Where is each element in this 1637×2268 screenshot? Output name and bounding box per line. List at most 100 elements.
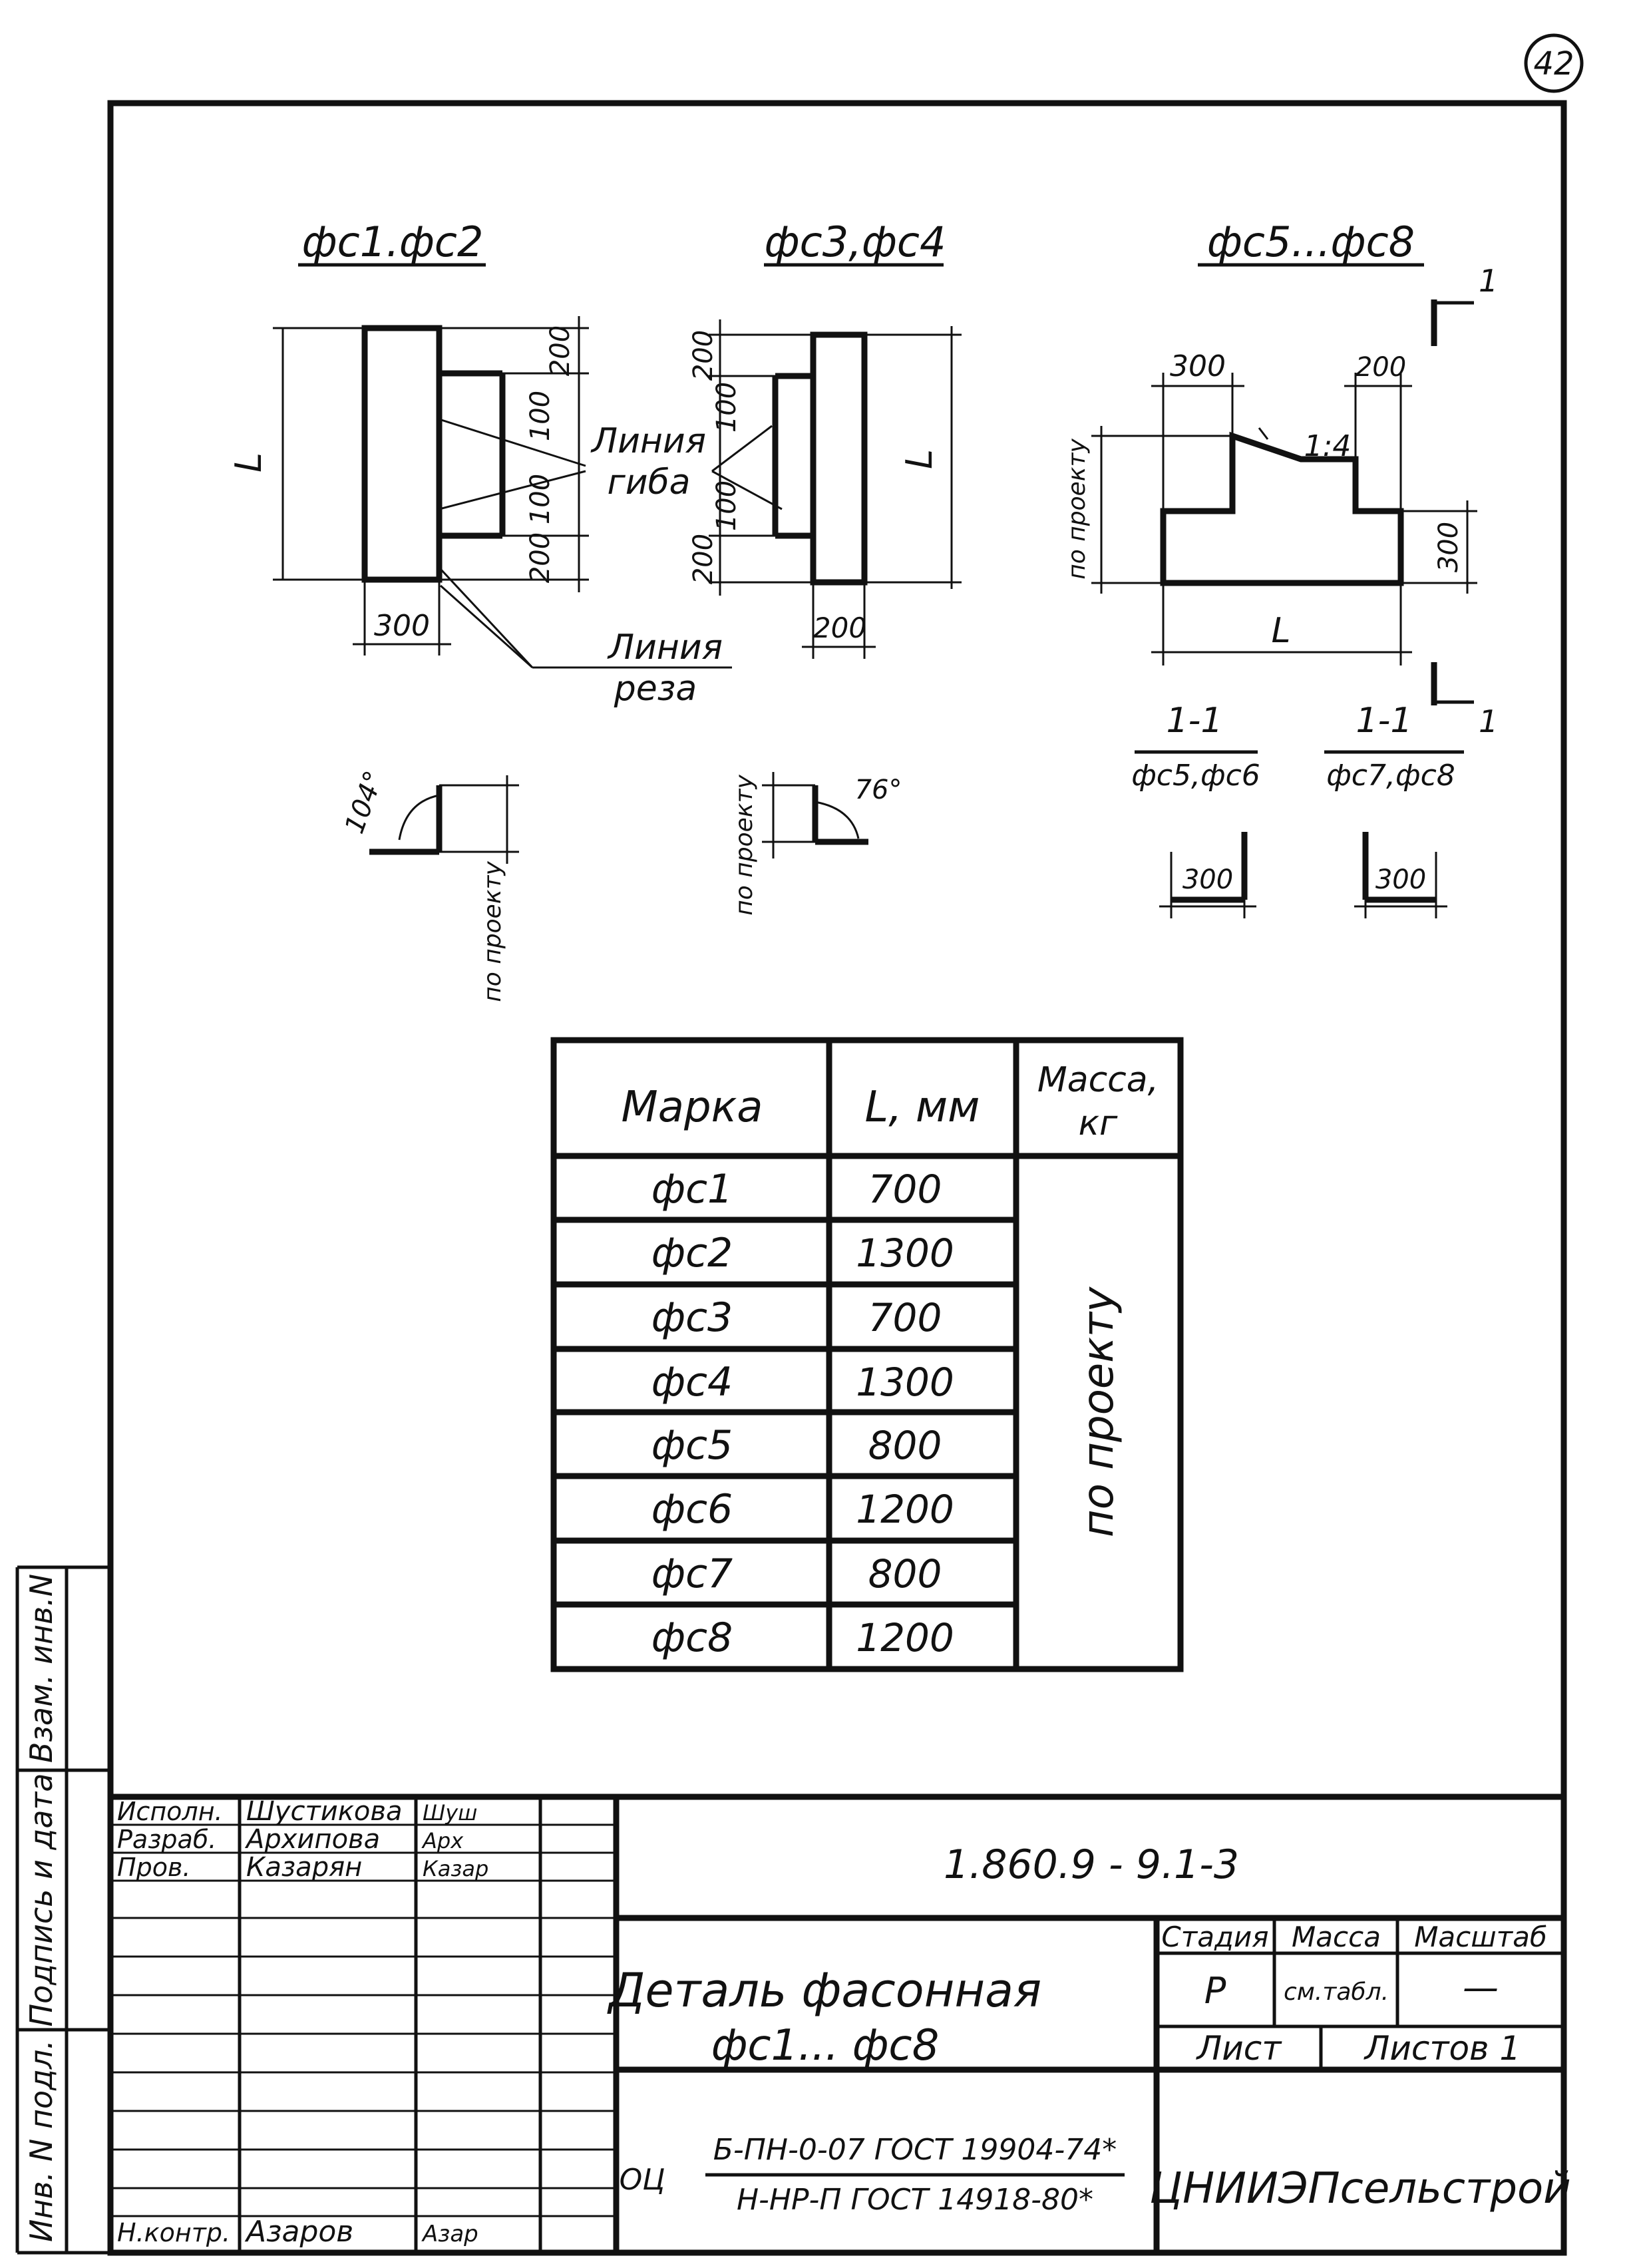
section1-dim-300: 300 [1182,864,1233,895]
group2-title: фс3,фс4 [765,218,946,266]
title-line-2: фс1... фс8 [711,2021,940,2070]
table-header-mass-2: кг [1079,1103,1118,1143]
person-name: Шустикова [246,1796,402,1827]
bend-line-label-1: Линия [590,421,706,461]
sheet-label: Лист [1196,2029,1283,2068]
person-sign: Шуш [423,1800,477,1825]
table-row-mark: фс5 [651,1422,733,1469]
table-row-mark: фс3 [651,1294,733,1341]
person-sign: Арх [421,1828,464,1853]
sheet-number-text: 42 [1533,45,1574,83]
detail-fc3-fc4: фс3,фс4 L 200 100 100 200 200 [688,218,962,659]
group3-title: фс5...фс8 [1207,218,1415,266]
cut-line-label-1: Линия [607,628,723,667]
table-header-mark: Марка [622,1083,763,1132]
section2-marks: фс7,фс8 [1326,759,1455,793]
stage-value: Р [1204,1970,1226,2012]
fc5-dim-300-top: 300 [1170,349,1226,383]
main-frame [107,100,1567,2256]
table-mass-note: по проекту [1074,1286,1123,1537]
person-role: Разраб. [117,1825,216,1854]
section2-dim-300: 300 [1375,864,1426,895]
line-labels: Линия гиба Линия реза [439,418,783,709]
scale-value: — [1463,1967,1499,2008]
side-stamp-sign-date: Подпись и дата [23,1773,59,2026]
table-row-mark: фс7 [651,1551,733,1597]
person-name: Казарян [246,1852,362,1883]
sheets-label: Листов 1 [1364,2029,1521,2068]
fc1-dim-top-200: 200 [545,325,576,376]
section1-label: 1-1 [1167,701,1223,741]
section2-label: 1-1 [1356,701,1413,741]
table-rows: фс1 700 фс2 1300 фс3 700 фс4 1300 фс5 800 фс6 1200 ф… [651,1166,954,1661]
side-stamp-replace-inv: Взам. инв.N [23,1574,59,1763]
table-row-length: 800 [868,1551,942,1597]
title-line-1: Деталь фасонная [607,1963,1041,2018]
fc3-dim-bottom-200: 200 [688,534,719,584]
section-views: 1-1 фс5,фс6 300 1-1 фс7,фс8 300 [1131,701,1464,918]
fc3-dim-100-a: 100 [711,382,742,433]
table-row-length: 1300 [856,1360,954,1405]
table-row-mark: фс1 [651,1166,733,1213]
table-row-mark: фс6 [651,1486,733,1533]
angle-details: 104° по проекту 76° по проекту [339,767,902,1002]
material-line-1: Б-ПН-0-07 ГОСТ 19904-74* [713,2133,1117,2167]
fc5-slope: 1:4 [1304,429,1352,463]
fc3-strip [810,331,868,586]
table-header-length: L, мм [865,1083,980,1132]
fc1-dim-bottom-200: 200 [525,532,556,583]
person-name: Архипова [244,1824,380,1855]
angle-detail1-by-project: по проекту [479,861,506,1002]
section-mark-top: 1 [1479,263,1498,299]
stage-label: Стадия [1161,1921,1268,1953]
table-row-mark: фс8 [651,1614,733,1661]
fc3-dim-100-b: 100 [711,480,742,531]
person-sign: Казар [423,1856,488,1881]
norm-control-sign: Азар [421,2221,478,2247]
scale-label: Масштаб [1414,1921,1547,1953]
angle-76: 76° [855,775,902,805]
fc3-dim-L: L [898,449,940,469]
spec-table: Марка L, мм Масса, кг фс1 700 фс2 1300 фс3 70… [550,1037,1184,1672]
detail-fc1-fc2: фс1.фс2 L 200 100 100 200 300 [228,218,589,656]
person-role: Пров. [117,1853,190,1882]
fc3-dim-top-200: 200 [688,330,719,381]
fc5-dim-L: L [1272,611,1291,651]
side-stamp: Взам. инв.N Подпись и дата Инв. N подл. [15,1565,110,2255]
designation: 1.860.9 - 9.1-3 [944,1841,1239,1888]
table-row-length: 1200 [856,1487,954,1532]
fc3-dim-200: 200 [813,612,866,644]
material-line-2: Н-НР-П ГОСТ 14918-80* [737,2183,1093,2217]
fc5-dim-200-top: 200 [1356,352,1406,383]
person-role: Исполн. [117,1797,223,1826]
table-row-length: 700 [868,1167,942,1212]
fc5-by-project: по проекту [1063,439,1091,580]
table-row-length: 700 [868,1295,942,1340]
side-stamp-inv-orig: Инв. N подл. [23,2040,59,2242]
table-row-length: 1200 [856,1615,954,1660]
cut-line-label-2: реза [614,669,697,709]
mass-label: Масса [1292,1921,1381,1953]
fc5-profile [1160,431,1404,586]
fc1-strip [361,325,443,583]
group1-title: фс1.фс2 [302,218,484,266]
table-row-length: 800 [868,1423,942,1468]
material-prefix: ОЦ [620,2163,665,2197]
table-row-mark: фс2 [651,1230,733,1276]
organization: ЦНИИЭПсельстрой [1149,2164,1570,2213]
table-row-mark: фс4 [651,1359,733,1406]
bend-line-label-2: гиба [607,463,690,502]
fc5-dim-300-right: 300 [1433,522,1464,572]
fc1-dim-100-a: 100 [525,391,556,441]
fc1-dim-300: 300 [374,609,430,643]
angle-detail2-by-project: по проекту [731,775,758,916]
section-mark-bottom: 1 [1479,703,1498,739]
angle-104: 104° [339,767,390,837]
detail-fc5-fc8: фс5...фс8 1 1 300 200 1:4 по проекту 300 [1063,218,1498,739]
table-row-length: 1300 [856,1230,954,1276]
fc1-dim-100-b: 100 [525,474,556,524]
table-header-mass-1: Масса, [1037,1060,1159,1100]
